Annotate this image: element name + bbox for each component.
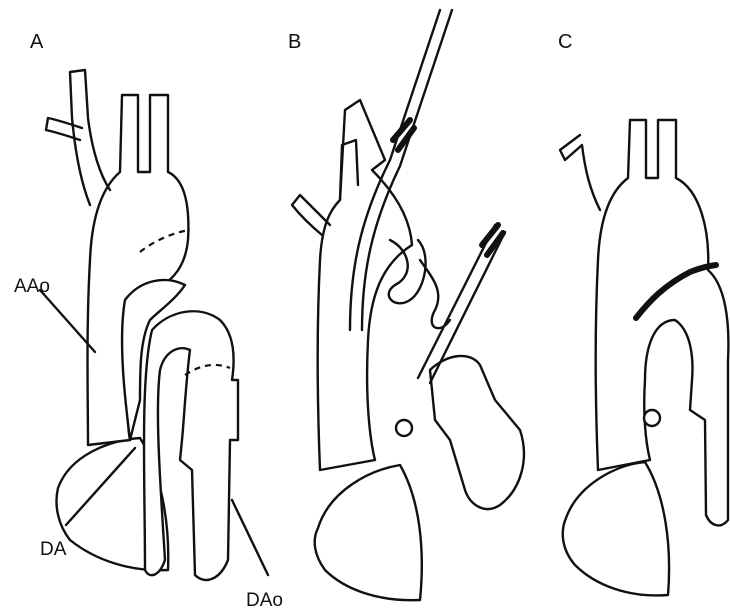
dao-label: DAo — [246, 590, 283, 611]
panel-a: A AAo DA DAo — [14, 31, 283, 611]
panel-c: C — [558, 31, 728, 595]
panel-a-dao-pointer — [232, 500, 268, 575]
panel-a-descending-aorta — [144, 311, 238, 580]
panel-c-label: C — [558, 31, 572, 53]
panel-b-heart — [315, 465, 422, 600]
panel-a-label: A — [30, 31, 44, 53]
panel-b: B — [288, 10, 524, 600]
panel-b-clamp-lower — [418, 225, 495, 378]
panel-b-ductus — [396, 420, 412, 436]
panel-c-heart — [563, 462, 669, 595]
panel-c-ductus — [644, 410, 660, 426]
panel-b-label: B — [288, 31, 301, 53]
panel-c-ascending-aorta — [596, 120, 729, 525]
da-label: DA — [40, 539, 67, 560]
panel-b-descending-aorta — [430, 356, 524, 509]
panel-a-aao-pointer — [40, 290, 95, 352]
aao-label: AAo — [14, 276, 50, 297]
